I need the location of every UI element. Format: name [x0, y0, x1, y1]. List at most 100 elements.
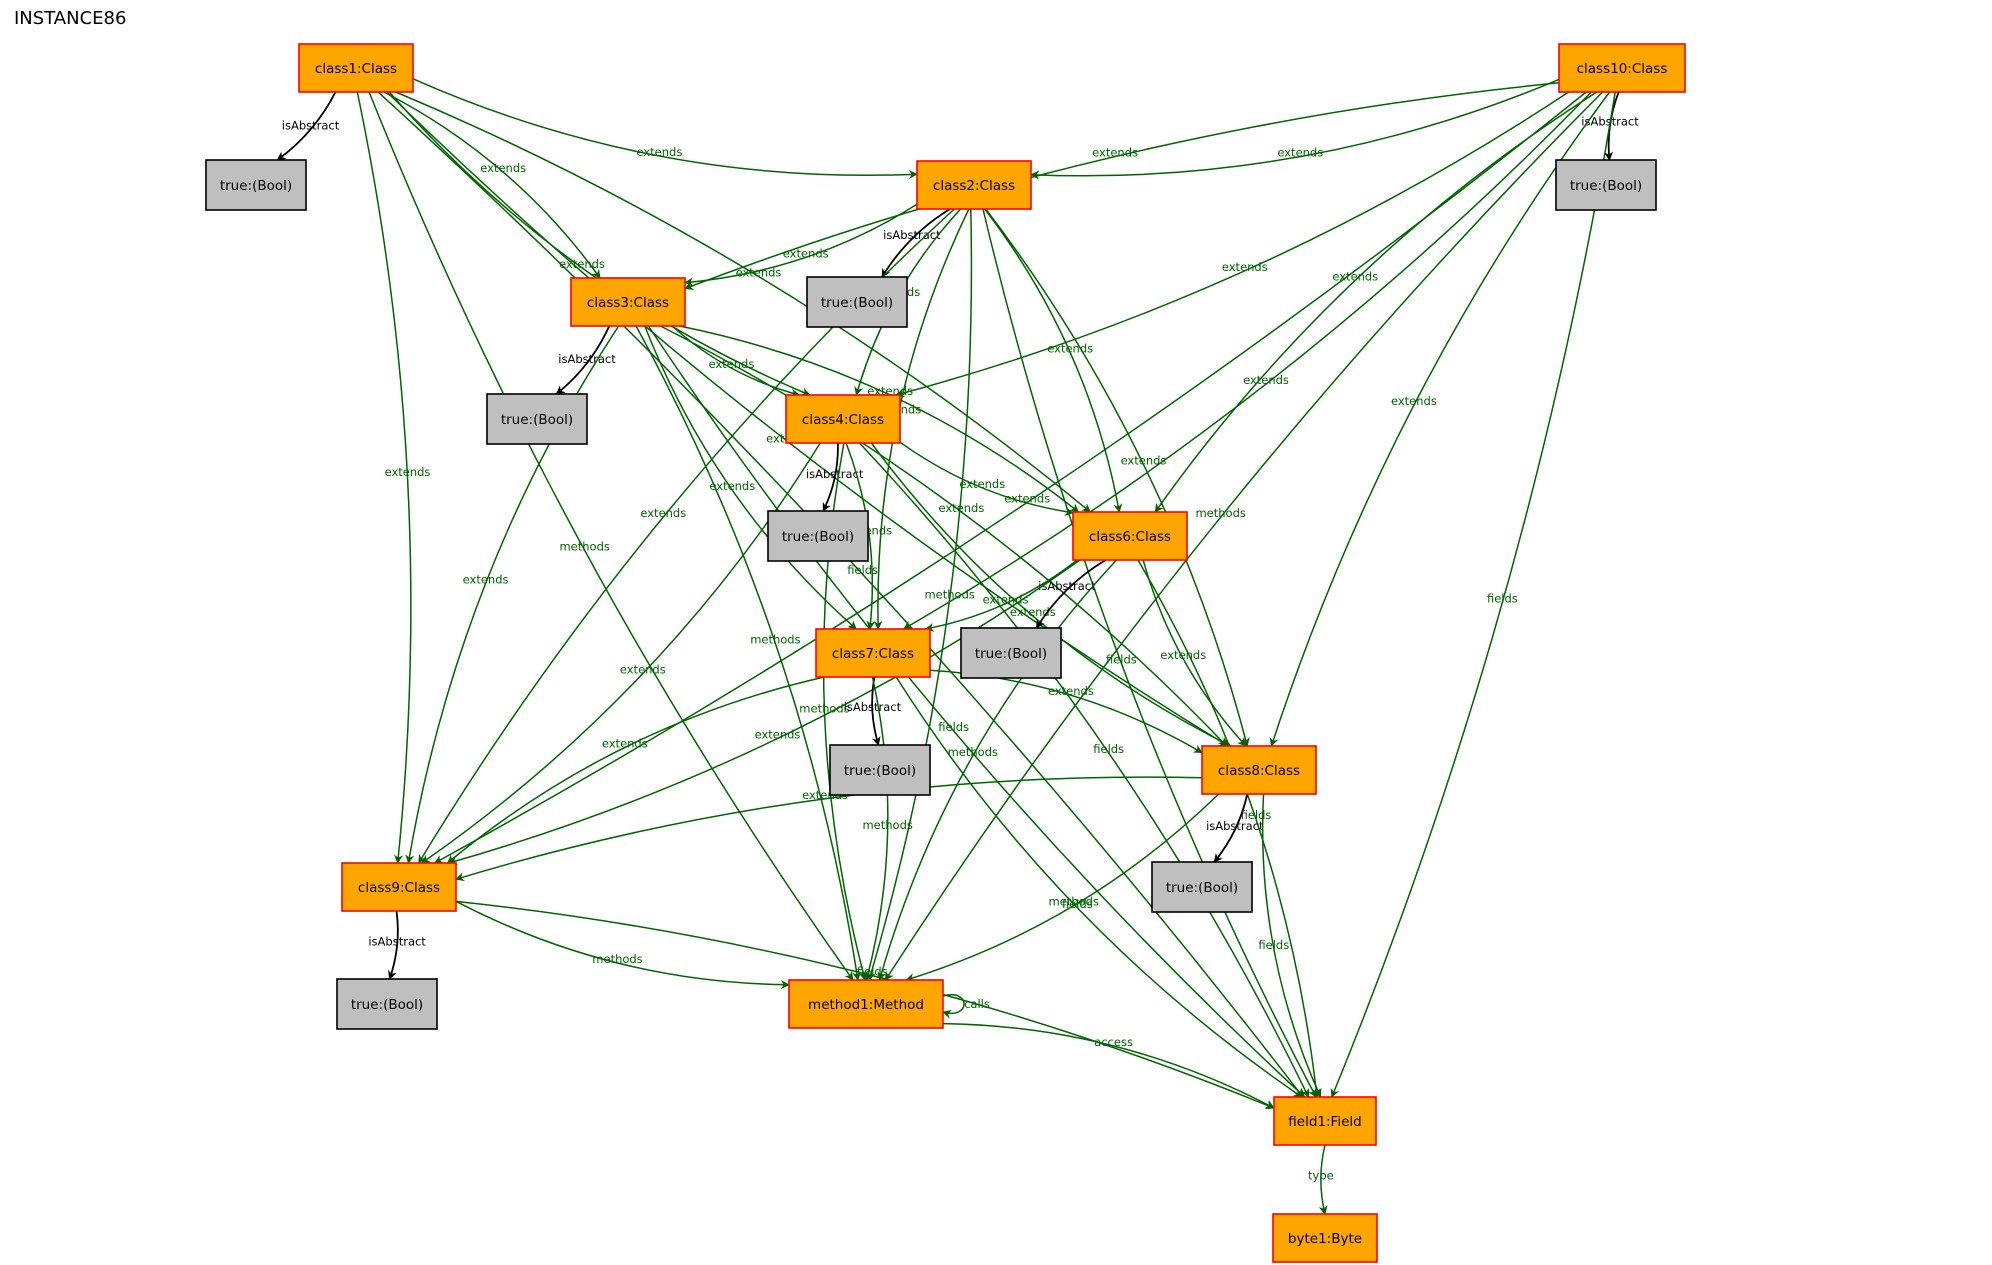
- edge-class6-extends-class8: extends: [1142, 559, 1247, 747]
- node-class7[interactable]: class7:Class: [815, 628, 931, 678]
- edge-line: [1213, 793, 1249, 863]
- edge-line: [671, 325, 800, 398]
- node-bool6[interactable]: true:(Bool): [960, 627, 1062, 679]
- edge-label: methods: [948, 745, 998, 759]
- node-label: method1:Method: [808, 997, 924, 1013]
- edge-line: [455, 776, 1203, 882]
- edge-class4-extends-class9: extends: [421, 442, 821, 864]
- node-bool4[interactable]: true:(Bool): [767, 510, 869, 562]
- edge-class6-methods-method1: methods: [877, 559, 1118, 981]
- edge-label: methods: [862, 818, 912, 832]
- edge-class6-extends-class9: extends: [448, 559, 1081, 866]
- edge-label: methods: [1048, 895, 1098, 909]
- edge-label: fields: [857, 965, 888, 979]
- edge-class8-methods-method1: methods: [905, 793, 1220, 982]
- edge-class10-extends-class3: extends: [684, 82, 1560, 290]
- edge-label: extends: [602, 736, 648, 750]
- edge-label: extends: [755, 728, 801, 742]
- edge-class1-extends-class3: extends: [383, 91, 601, 279]
- edge-label: methods: [799, 702, 849, 716]
- class-node-box: [1072, 511, 1188, 561]
- edge-line: [1269, 91, 1611, 747]
- edge-label: extends: [640, 506, 686, 520]
- edge-line: [455, 900, 1275, 1110]
- edge-label: extends: [959, 477, 1005, 491]
- edge-line: [446, 676, 825, 864]
- bool-node-box: [960, 627, 1062, 679]
- edge-label: isAbstract: [558, 352, 616, 366]
- edge-class1-methods-method1: methods: [368, 91, 854, 981]
- edge-label: fields: [938, 720, 969, 734]
- edge-line: [884, 91, 1604, 981]
- node-label: true:(Bool): [782, 529, 854, 545]
- node-class9[interactable]: class9:Class: [341, 862, 457, 912]
- edge-class3-isAbstract-bool3: isAbstract: [555, 325, 616, 395]
- edge-class8-isAbstract-bool8: isAbstract: [1206, 793, 1264, 863]
- class-node-box: [1201, 745, 1317, 795]
- edge-class2-isAbstract-bool2: isAbstract: [881, 208, 951, 278]
- edge-field1-type-byte1: type: [1308, 1144, 1334, 1215]
- edge-label: extends: [1391, 394, 1437, 408]
- node-method1[interactable]: method1:Method: [788, 979, 944, 1029]
- edge-class6-isAbstract-bool6: isAbstract: [1035, 559, 1107, 629]
- node-bool8[interactable]: true:(Bool): [1151, 861, 1253, 913]
- edge-line: [895, 676, 1303, 1098]
- node-label: class1:Class: [315, 61, 397, 77]
- node-class6[interactable]: class6:Class: [1072, 511, 1188, 561]
- edge-class4-isAbstract-bool4: isAbstract: [806, 442, 864, 512]
- node-class2[interactable]: class2:Class: [916, 160, 1032, 210]
- node-field1[interactable]: field1:Field: [1273, 1096, 1377, 1146]
- node-bool1[interactable]: true:(Bool): [205, 159, 307, 211]
- node-bool3[interactable]: true:(Bool): [486, 393, 588, 445]
- edge-label: extends: [559, 257, 605, 271]
- node-class3[interactable]: class3:Class: [570, 277, 686, 327]
- node-label: field1:Field: [1288, 1114, 1361, 1130]
- edge-label: methods: [750, 632, 800, 646]
- node-byte1[interactable]: byte1:Byte: [1272, 1213, 1378, 1263]
- edge-line: [902, 91, 1592, 630]
- node-class8[interactable]: class8:Class: [1201, 745, 1317, 795]
- node-label: class4:Class: [802, 412, 884, 428]
- edge-class9-isAbstract-bool9: isAbstract: [368, 910, 426, 980]
- node-bool10[interactable]: true:(Bool): [1555, 159, 1657, 211]
- edge-class3-extends-class8: extends: [660, 325, 1228, 747]
- edge-class1-extends-class2: extends: [412, 78, 918, 180]
- node-class10[interactable]: class10:Class: [1558, 43, 1686, 93]
- edge-class2-extends-class6: extends: [984, 208, 1123, 513]
- edge-line: [555, 325, 611, 395]
- edge-line: [455, 900, 790, 990]
- edge-label: extends: [1243, 373, 1289, 387]
- node-bool7[interactable]: true:(Bool): [829, 744, 931, 796]
- edge-label: type: [1308, 1169, 1334, 1183]
- edge-line: [660, 325, 1228, 747]
- node-class1[interactable]: class1:Class: [298, 43, 414, 93]
- node-label: true:(Bool): [351, 997, 423, 1013]
- node-bool9[interactable]: true:(Bool): [336, 978, 438, 1030]
- edge-class1-extends-class6: extends: [395, 91, 1091, 513]
- edge-line: [864, 676, 889, 981]
- edge-label: isAbstract: [368, 934, 426, 948]
- edge-label: extends: [1160, 648, 1206, 662]
- node-label: class6:Class: [1089, 529, 1171, 545]
- edge-label: fields: [1106, 653, 1137, 667]
- edge-label: isAbstract: [282, 119, 340, 133]
- edge-line: [368, 91, 854, 981]
- bool-node-box: [1151, 861, 1253, 913]
- edge-label: isAbstract: [883, 228, 941, 242]
- edge-class1-extends-class9: extends: [356, 91, 430, 864]
- edge-label: methods: [559, 539, 609, 553]
- edge-line: [858, 442, 1310, 1098]
- edge-label: methods: [924, 587, 974, 601]
- edge-class7-methods-method1: methods: [862, 676, 913, 981]
- node-label: true:(Bool): [1166, 880, 1238, 896]
- node-class4[interactable]: class4:Class: [785, 394, 901, 444]
- edge-line: [1261, 793, 1322, 1098]
- edge-line: [684, 203, 918, 287]
- node-bool2[interactable]: true:(Bool): [806, 276, 908, 328]
- edge-line: [924, 559, 1078, 632]
- edge-line: [822, 442, 839, 512]
- class-node-box: [570, 277, 686, 327]
- bool-node-box: [205, 159, 307, 211]
- edge-class4-fields-field1: fields: [858, 442, 1310, 1098]
